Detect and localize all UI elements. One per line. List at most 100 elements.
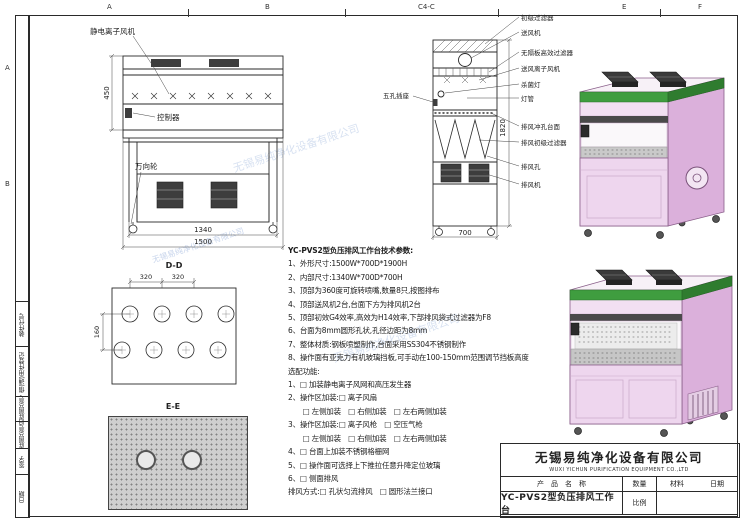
spec-line: 6、台面为8mm圆形孔状,孔径边距为8mm [288, 326, 428, 336]
nozzle-holes [113, 305, 235, 359]
render-front-right [579, 71, 725, 239]
section-ee: E-E [98, 402, 258, 516]
date-label: 日期 [697, 477, 737, 492]
strip-label: 底图总号 [18, 423, 26, 448]
label-exhaust-fan: 排风机 [521, 180, 541, 189]
spec-line: 7、整体材质:钢板喷塑制作,台面采用SS304不锈钢制作 [288, 339, 466, 349]
empty-cell [657, 492, 697, 515]
label-hepa-filter: 无隔板高效过滤器 [521, 48, 574, 57]
zone-letter: C4-C [418, 3, 435, 11]
spec-line: 2、内部尺寸:1340W*700D*700H [288, 272, 403, 282]
green-band-front [579, 91, 669, 103]
strip-cell: 借(通)用件登记 [16, 346, 29, 397]
dim-1820: 1820 [499, 119, 507, 137]
strip-label: 借(通)用件登记 [18, 351, 26, 393]
section-dd-title: D-D [166, 261, 183, 270]
strip-label: 旧底图总号 [18, 394, 26, 425]
label-exhaust-primary-filter: 排风初级过滤器 [521, 138, 567, 147]
left-title-strip: 装件代号 借(通)用件登记 旧底图总号 底图总号 签字 日期 [15, 15, 30, 518]
company-name-en: WUXI YICHUN PURIFICATION EQUIPMENT CO.,L… [549, 467, 689, 473]
drawing-frame [28, 15, 738, 517]
spec-line: 5、顶部初效G4效率,高效为H14效率,下部排风袋式过滤器为F8 [288, 313, 491, 323]
label-supply-fan: 送风机 [521, 28, 541, 37]
product-name-label: 产品名称 [501, 477, 623, 492]
zone-letter: F [698, 3, 703, 11]
fan-hole [182, 450, 202, 470]
label-caster: 万向轮 [135, 161, 158, 171]
spec-line: 8、操作面有亚克力有机玻璃挡板,可手动在100-150mm范围调节挡板高度 [288, 353, 529, 363]
product-name-value: YC-PVS2型负压排风工作台 [501, 492, 623, 515]
dim-450: 450 [103, 86, 111, 99]
strip-cell: 装件代号 [16, 301, 29, 347]
label-socket: 五孔插座 [383, 91, 410, 100]
spec-line: 5、□ 操作面可选择上下推拉任意升降定位玻璃 [288, 460, 441, 470]
sash-opening [570, 314, 682, 321]
dim-320: 320 [140, 273, 152, 281]
strip-cell: 底图总号 [16, 421, 29, 449]
perforated-plate [108, 416, 248, 510]
socket-box [433, 99, 438, 106]
spec-line: 2、操作区加装:□ 离子风扇 [288, 393, 377, 403]
label-supply-ion-fan: 送风离子风机 [521, 64, 561, 73]
label-controller: 控制器 [157, 112, 180, 122]
zone-letter: A [107, 3, 112, 11]
green-band-front [569, 289, 683, 301]
lower-cabinet [569, 364, 683, 425]
render-front [569, 269, 733, 437]
material-label: 材料 [657, 477, 697, 492]
spec-line: 4、□ 台面上加装不锈钢格栅网 [288, 447, 390, 457]
spec-line: 3、操作区加装:□ 离子风枪 □ 空压气枪 [288, 420, 423, 430]
label-ion-fan: 静电离子风机 [90, 26, 135, 36]
zone-letter: B [5, 180, 10, 188]
label-primary-filter: 初级过滤器 [521, 13, 554, 22]
spec-line: □ 左侧加装 □ 右侧加装 □ 左右两侧加装 [288, 406, 447, 416]
casters [435, 226, 495, 236]
spec-line: 排风方式:□ 孔状匀流排风 □ 圆形法兰接口 [288, 487, 433, 497]
spec-line: □ 左侧加装 □ 右侧加装 □ 左右两侧加装 [288, 433, 447, 443]
lower-cabinet [579, 157, 669, 227]
work-chamber [580, 122, 668, 148]
fold-tick [345, 9, 346, 17]
spec-line: 1、外形尺寸:1500W*700D*1900H [288, 259, 408, 269]
fan-hole [136, 450, 156, 470]
green-band-side [681, 275, 733, 301]
green-band-side [667, 77, 725, 103]
fold-tick [498, 9, 499, 17]
section-ee-title: E-E [165, 402, 181, 411]
uv-lamp-icon [437, 90, 445, 98]
side-view: 1820 700 初级过滤器 送风机 无隔板高效过滤器 送风离子风机 杀菌灯 灯… [383, 13, 574, 240]
spec-title: YC-PVS2型负压排风工作台技术参数: [288, 246, 413, 255]
spec-line: 4、顶部送风机2台,台面下方为排风机2台 [288, 299, 421, 309]
controller-screen [570, 322, 580, 336]
spec-line: 3、顶部为360度可旋转喷嘴,数量8只,按图排布 [288, 286, 440, 296]
cabinet-door [628, 379, 677, 419]
spec-line: 选配功能: [288, 366, 320, 376]
strip-cell: 日期 [16, 474, 29, 518]
nozzle-row [131, 92, 272, 100]
section-dd: D-D 320 320 160 [93, 261, 237, 385]
strip-label: 日期 [18, 490, 26, 503]
dim-160: 160 [93, 326, 101, 338]
empty-cell [697, 492, 737, 515]
strip-cell: 旧底图总号 [16, 394, 29, 425]
controller-box [125, 108, 132, 118]
controller-screen [580, 124, 590, 138]
sash-opening [580, 116, 668, 123]
perforated-back-wall [574, 322, 678, 350]
strip-cell: 签字 [16, 448, 29, 475]
label-uv-lamp: 杀菌灯 [521, 80, 541, 89]
zone-letter: A [5, 64, 10, 72]
title-block: 无锡易纯净化设备有限公司 WUXI YICHUN PURIFICATION EQ… [500, 443, 740, 518]
strip-label: 签字 [18, 456, 26, 468]
scale-label: 比例 [623, 492, 657, 515]
worktop [580, 146, 668, 159]
label-exhaust-holes: 排风孔 [521, 162, 541, 171]
label-lamp-tube: 灯管 [521, 94, 535, 103]
quantity-label: 数量 [623, 477, 657, 492]
zone-letter: B [265, 3, 270, 11]
exhaust-fans [440, 163, 490, 183]
dim-1500: 1500 [194, 238, 212, 246]
top-fan-units [595, 269, 683, 285]
company-cell: 无锡易纯净化设备有限公司 WUXI YICHUN PURIFICATION EQ… [501, 444, 737, 477]
